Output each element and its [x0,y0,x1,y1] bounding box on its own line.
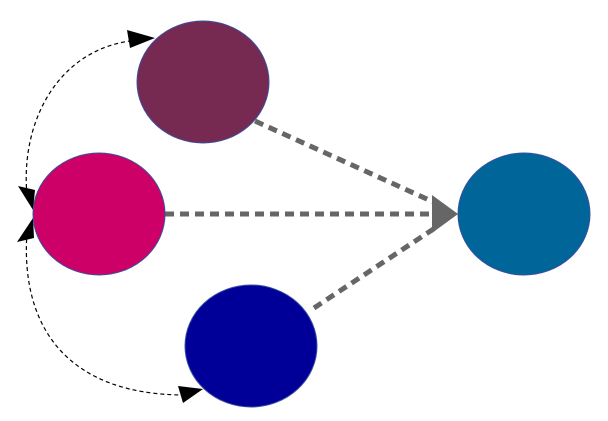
arrowhead-to-magenta-bottom [17,218,34,242]
edge-purple-teal [253,118,442,208]
node-magenta[interactable] [32,152,166,276]
node-teal[interactable] [457,152,591,276]
edge-navy-teal [312,223,440,311]
edge-magenta-purple [25,39,141,196]
edge-magenta-navy [25,231,186,396]
arrowhead-to-navy [178,386,203,403]
node-navy[interactable] [184,284,318,408]
arrowhead-to-teal [432,195,458,233]
node-purple[interactable] [136,20,270,144]
arrowhead-to-purple [127,30,155,48]
arrowhead-to-magenta-top [18,186,35,210]
